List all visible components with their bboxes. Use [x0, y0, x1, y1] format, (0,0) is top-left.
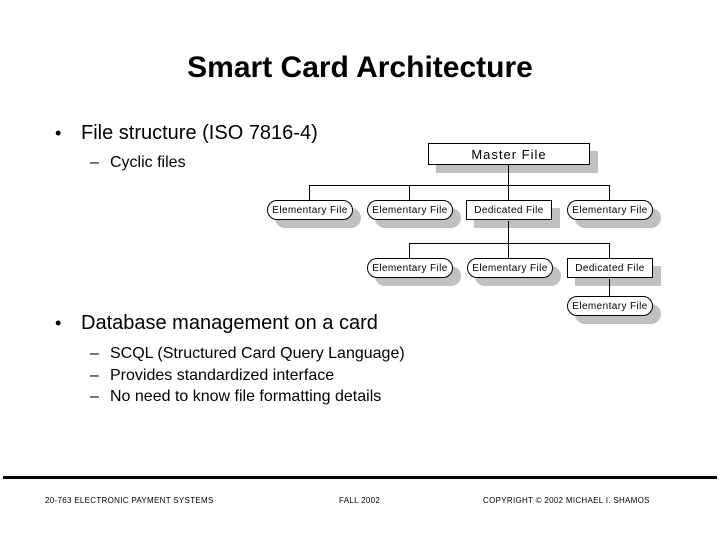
sub-bullet-scql-label: SCQL (Structured Card Query Language)	[110, 345, 405, 362]
sub-bullet-list-database: –SCQL (Structured Card Query Language) –…	[90, 343, 405, 408]
sub-bullet-scql: –SCQL (Structured Card Query Language)	[90, 343, 405, 365]
sub-bullet-standardized-interface: –Provides standardized interface	[90, 365, 405, 387]
node-elementary-file-2: Elementary File	[367, 200, 453, 220]
node-shadow-ef1	[275, 208, 361, 228]
bullet-marker-icon: •	[55, 313, 62, 333]
node-elementary-file-6: Elementary File	[567, 296, 653, 316]
sub-bullet-cyclic-files: –Cyclic files	[90, 152, 186, 174]
connector-drop-ef4	[409, 243, 410, 259]
sub-bullet-file-formatting-label: No need to know file formatting details	[110, 388, 382, 406]
connector-drop-ef1	[309, 185, 310, 201]
bullet-file-structure-label: File structure (ISO 7816-4)	[81, 122, 318, 144]
footer-course: 20-763 ELECTRONIC PAYMENT SYSTEMS	[45, 496, 214, 505]
connector-drop-df1	[508, 185, 509, 201]
node-shadow-ef4	[375, 266, 461, 286]
sub-bullet-cyclic-files-label: Cyclic files	[110, 154, 186, 171]
node-dedicated-file-1: Dedicated File	[466, 200, 552, 220]
node-elementary-file-5: Elementary File	[467, 258, 553, 278]
connector-drop-ef2	[409, 185, 410, 201]
footer-term: FALL 2002	[339, 496, 381, 505]
connector-df1-stem	[508, 221, 509, 243]
bullet-database-management-label: Database management on a card	[81, 312, 378, 334]
dash-marker-icon: –	[90, 345, 99, 362]
connector-bus-level2	[409, 243, 609, 244]
connector-drop-df2	[609, 243, 610, 259]
page-title: Smart Card Architecture	[187, 51, 533, 84]
node-shadow-df2	[575, 266, 661, 286]
bullet-database-management: • Database management on a card	[55, 312, 378, 334]
footer-copyright: COPYRIGHT © 2002 MICHAEL I. SHAMOS	[483, 496, 650, 505]
node-shadow-ef3	[575, 208, 661, 228]
bullet-file-structure: • File structure (ISO 7816-4)	[55, 122, 318, 144]
dash-marker-icon: –	[90, 366, 99, 384]
connector-drop-ef3	[609, 185, 610, 201]
node-shadow-ef5	[475, 266, 561, 286]
dash-marker-icon: –	[90, 154, 99, 171]
connector-drop-ef5	[508, 243, 509, 259]
node-dedicated-file-2: Dedicated File	[567, 258, 653, 278]
node-shadow-df1	[474, 208, 560, 228]
node-elementary-file-1: Elementary File	[267, 200, 353, 220]
footer-divider	[3, 476, 717, 479]
connector-bus-level1	[309, 185, 609, 186]
connector-mf-stem	[508, 165, 509, 185]
node-shadow-ef2	[375, 208, 461, 228]
bullet-marker-icon: •	[55, 123, 62, 143]
dash-marker-icon: –	[90, 388, 99, 406]
node-shadow-ef6	[575, 304, 661, 324]
sub-bullet-standardized-interface-label: Provides standardized interface	[110, 366, 335, 384]
node-elementary-file-3: Elementary File	[567, 200, 653, 220]
connector-df2-stem	[609, 279, 610, 297]
node-shadow-mf	[436, 151, 598, 173]
sub-bullet-file-formatting: –No need to know file formatting details	[90, 386, 405, 408]
node-elementary-file-4: Elementary File	[367, 258, 453, 278]
node-master-file: Master File	[428, 143, 590, 165]
